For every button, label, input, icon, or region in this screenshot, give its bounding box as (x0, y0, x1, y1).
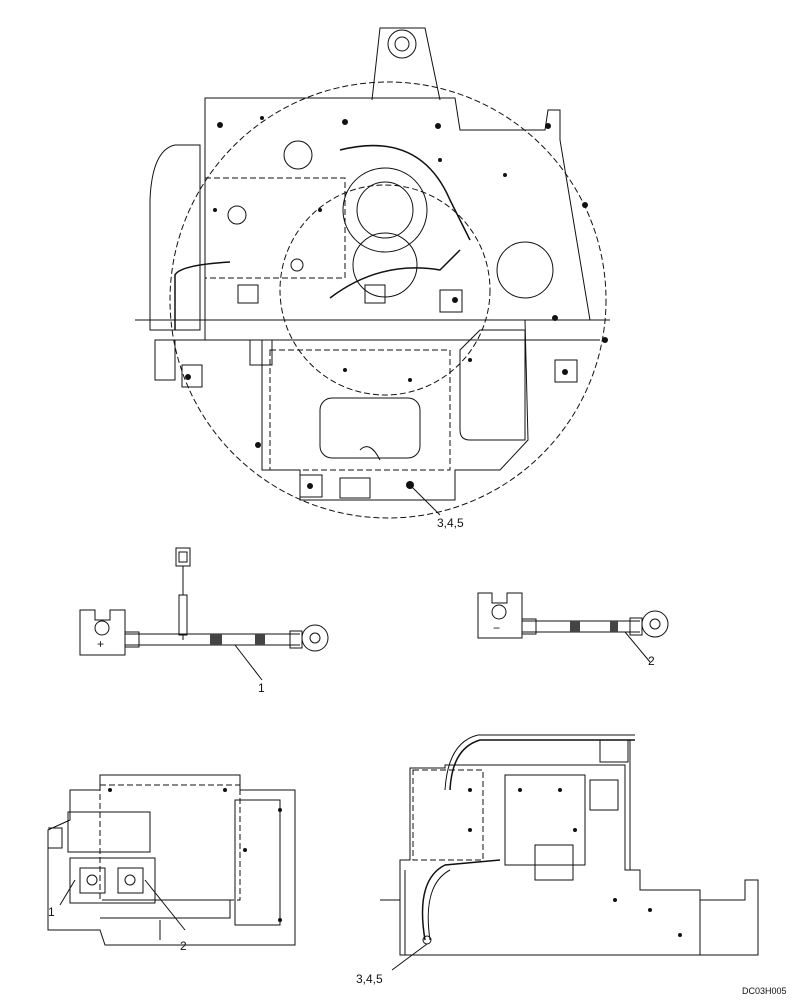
battery (69, 857, 156, 904)
callout-3-4-5-top: 3,4,5 (437, 516, 464, 530)
side-frame-view: 3,4,5 (356, 734, 759, 986)
left-panel (204, 177, 346, 279)
branch-lead (178, 594, 188, 636)
ring-terminal (301, 624, 329, 652)
positive-cable-assembly: + 1 (79, 547, 329, 695)
battery-compartment (99, 784, 241, 901)
left-mount (154, 339, 176, 381)
right-fender (459, 329, 526, 441)
counterweight-hole (496, 241, 554, 299)
negative-terminal-clamp (477, 592, 523, 639)
access-cover (319, 397, 421, 459)
lower-cable (421, 859, 501, 941)
battery-tray (67, 811, 151, 853)
upper-cable-bend (449, 739, 635, 791)
cable-marker-band (210, 634, 222, 645)
callout-2: 2 (648, 654, 655, 668)
battery-box-view: 1 2 (47, 774, 296, 953)
relay-box (534, 844, 574, 881)
negative-cable-assembly: − 2 (477, 592, 669, 668)
leader-right (391, 943, 428, 971)
side-frame-outline (399, 764, 701, 956)
neg-ring-terminal (641, 610, 669, 638)
callout-left-2: 2 (180, 939, 187, 953)
positive-terminal-clamp (79, 609, 126, 656)
boom-pin-boss (387, 29, 417, 59)
upper-frame-outline (204, 97, 591, 501)
lower-panel (269, 349, 451, 471)
callout-left-1: 1 (48, 905, 55, 919)
cable-connector (175, 547, 191, 567)
top-view-upper-structure: 3,4,5 (135, 27, 610, 530)
callout-1: 1 (258, 681, 265, 695)
leader-left-1 (59, 879, 76, 906)
positive-symbol: + (97, 637, 104, 651)
swing-circle-outline (169, 81, 607, 519)
boom-foot-bracket (371, 27, 441, 101)
inner-panel-right (504, 774, 586, 866)
leader-left-2 (144, 879, 186, 931)
drawing-code: DC03H005 (742, 986, 787, 996)
leader-2 (624, 631, 651, 663)
negative-symbol: − (493, 621, 500, 635)
inner-panel-left (412, 769, 484, 861)
filler-cap (283, 140, 313, 170)
swing-bearing-circle (279, 184, 491, 396)
top-view-leader (409, 484, 441, 516)
leader-1 (234, 644, 263, 681)
connector-block (599, 739, 629, 763)
top-cable-run (329, 249, 461, 299)
battery-box-frame (47, 774, 296, 946)
pump-housing (342, 167, 428, 253)
neg-cable-marker (570, 621, 580, 632)
callout-3-4-5-bottom: 3,4,5 (356, 972, 383, 986)
